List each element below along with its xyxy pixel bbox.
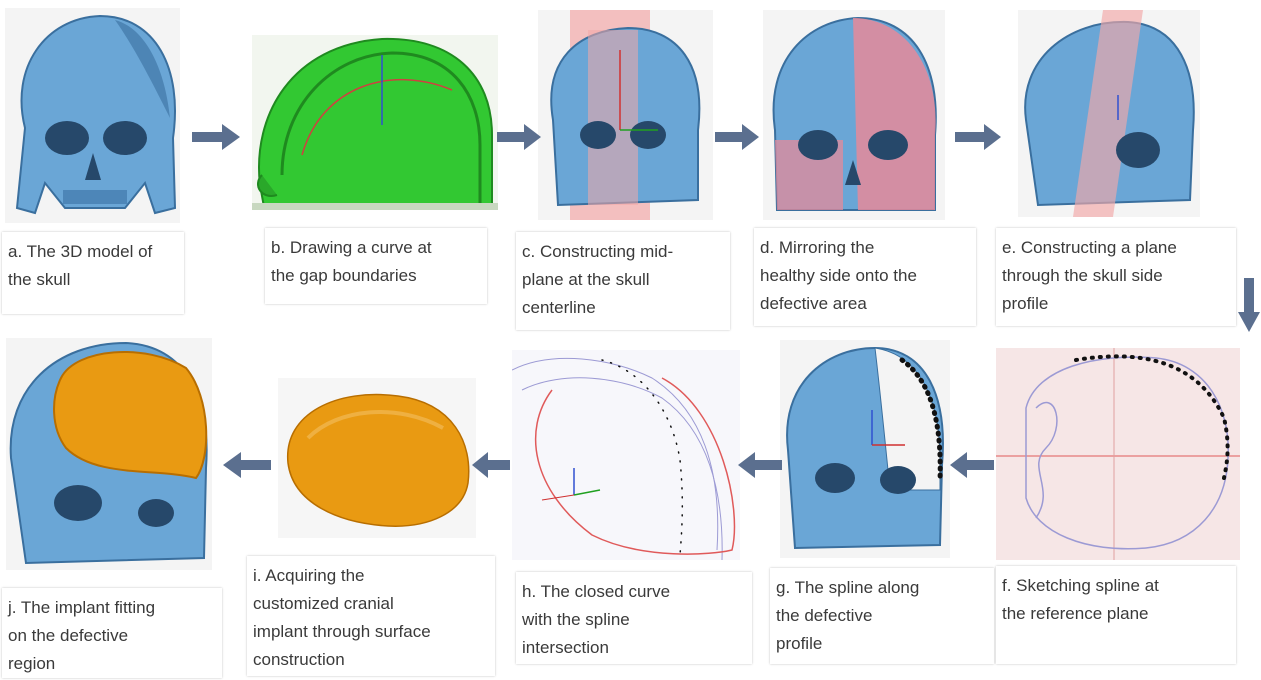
image-cranial-implant bbox=[278, 378, 476, 538]
arrow-right-icon bbox=[497, 124, 541, 150]
caption-step-a: a. The 3D model of the skull bbox=[2, 232, 184, 314]
image-mirroring bbox=[763, 10, 945, 220]
arrow-left-icon bbox=[950, 452, 994, 478]
caption-step-h: h. The closed curve with the spline inte… bbox=[516, 572, 752, 664]
arrow-right-icon bbox=[955, 124, 1001, 150]
caption-step-i: i. Acquiring the customized cranial impl… bbox=[247, 556, 495, 676]
image-skull-model bbox=[5, 8, 180, 223]
arrow-left-icon bbox=[223, 452, 271, 478]
arrow-right-icon bbox=[192, 124, 240, 150]
caption-step-d: d. Mirroring the healthy side onto the d… bbox=[754, 228, 976, 326]
caption-step-j: j. The implant fitting on the defective … bbox=[2, 588, 222, 678]
image-implant-fitting bbox=[6, 338, 212, 570]
caption-step-c: c. Constructing mid- plane at the skull … bbox=[516, 232, 730, 330]
image-closed-curve bbox=[512, 350, 740, 560]
image-mid-plane bbox=[538, 10, 713, 220]
caption-step-g: g. The spline along the defective profil… bbox=[770, 568, 994, 664]
image-spline-profile bbox=[780, 340, 950, 558]
arrow-left-icon bbox=[738, 452, 782, 478]
image-green-skull-curve bbox=[252, 35, 498, 210]
image-side-plane bbox=[1018, 10, 1200, 217]
caption-step-b: b. Drawing a curve at the gap boundaries bbox=[265, 228, 487, 304]
arrow-left-icon bbox=[472, 452, 510, 478]
arrow-down-icon bbox=[1238, 278, 1260, 332]
caption-step-e: e. Constructing a plane through the skul… bbox=[996, 228, 1236, 326]
caption-step-f: f. Sketching spline at the reference pla… bbox=[996, 566, 1236, 664]
arrow-right-icon bbox=[715, 124, 759, 150]
image-sketch-spline bbox=[996, 348, 1240, 560]
